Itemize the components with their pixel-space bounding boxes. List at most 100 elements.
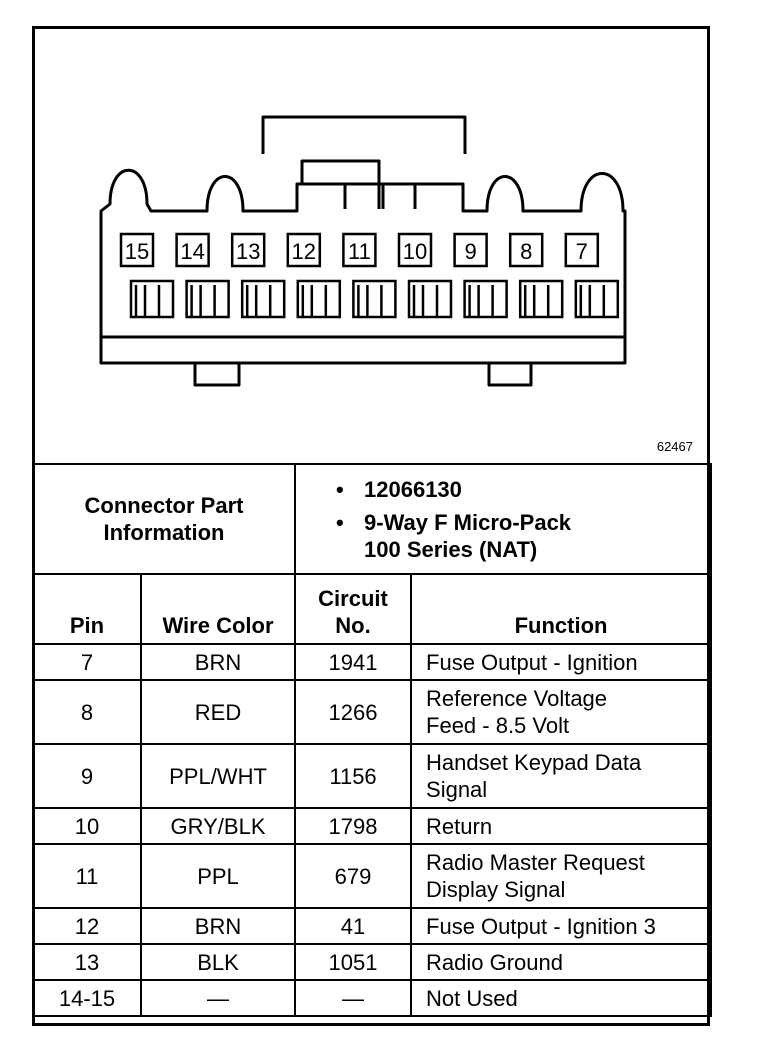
pin-label: 9 <box>464 239 476 264</box>
part-info-details: 12066130 9-Way F Micro-Pack 100 Series (… <box>294 463 713 575</box>
connector-table: Connector Part Information 12066130 9-Wa… <box>31 463 713 1017</box>
circuit-cell: 1266 <box>294 679 413 745</box>
part-info-label-line1: Connector Part <box>84 493 244 518</box>
pin-label-box: 15 <box>119 232 155 268</box>
function-line1: Reference Voltage <box>426 686 608 711</box>
part-info-label: Connector Part Information <box>31 463 297 575</box>
circuit-cell: 41 <box>294 907 413 945</box>
function-cell: Fuse Output - Ignition <box>410 643 713 681</box>
function-line2: Signal <box>426 777 488 802</box>
terminal-cavity <box>463 279 508 319</box>
header-row: Pin Wire Color Circuit No. Function <box>32 573 713 645</box>
function-line1: Not Used <box>426 985 518 1011</box>
connector-latch <box>261 115 467 154</box>
function-line2: Feed - 8.5 Volt <box>426 713 570 738</box>
circuit-header: Circuit No. <box>294 573 413 645</box>
circuit-header-line1: Circuit <box>318 586 388 611</box>
wire-color-cell: RED <box>139 679 297 745</box>
function-line1: Fuse Output - Ignition <box>426 649 638 675</box>
pin-cell: 9 <box>32 743 142 809</box>
part-description-line1: 9-Way F Micro-Pack <box>364 509 572 535</box>
pin-cell: 13 <box>32 943 142 981</box>
terminal-cavity <box>296 279 342 319</box>
wire-color-cell: PPL <box>139 843 297 909</box>
circuit-cell: 1798 <box>294 807 413 845</box>
terminal-cavity <box>352 279 397 319</box>
function-header: Function <box>410 573 713 645</box>
function-cell: Fuse Output - Ignition 3 <box>410 907 713 945</box>
connector-housing <box>99 168 627 365</box>
pin-label: 8 <box>520 239 532 264</box>
wire-color-cell: BLK <box>139 943 297 981</box>
pin-label: 13 <box>236 239 260 264</box>
pin-header: Pin <box>32 573 142 645</box>
connector-foot-left <box>193 363 241 387</box>
part-number: 12066130 <box>336 476 710 503</box>
connector-drawing: 15 14 13 12 11 10 9 8 7 <box>99 115 627 387</box>
circuit-cell: 1156 <box>294 743 413 809</box>
figure-number: 62467 <box>656 439 693 454</box>
wire-color-cell: PPL/WHT <box>139 743 297 809</box>
pin-label-box: 14 <box>175 232 210 268</box>
pin-label: 10 <box>403 239 427 264</box>
terminal-cavity <box>407 279 453 319</box>
terminal-cavity <box>129 279 175 319</box>
terminal-cavity <box>518 279 564 319</box>
function-cell: Return <box>410 807 713 845</box>
pin-label: 11 <box>348 239 371 264</box>
circuit-header-line2: No. <box>335 613 371 638</box>
pin-cell: 7 <box>32 643 142 681</box>
function-line2: Display Signal <box>426 877 566 902</box>
table-row: 14-15——Not Used <box>32 979 713 1017</box>
wire-color-cell: GRY/BLK <box>139 807 297 845</box>
pin-label-box: 10 <box>397 232 433 268</box>
pin-label: 14 <box>180 239 204 264</box>
pin-cell: 14-15 <box>32 979 142 1017</box>
function-cell: Not Used <box>410 979 713 1017</box>
part-info-row: Connector Part Information 12066130 9-Wa… <box>31 463 713 575</box>
wire-color-cell: BRN <box>139 907 297 945</box>
terminal-cavity <box>185 279 230 319</box>
function-line1: Return <box>426 813 493 839</box>
pin-label-box: 8 <box>508 232 544 268</box>
terminal-cavity <box>240 279 286 319</box>
circuit-cell: 679 <box>294 843 413 909</box>
part-description-line2: 100 Series (NAT) <box>364 536 538 562</box>
function-line1: Handset Keypad Data <box>426 750 642 775</box>
pin-cell: 8 <box>32 679 142 745</box>
pin-label: 12 <box>292 239 316 264</box>
pin-cell: 12 <box>32 907 142 945</box>
pin-label: 7 <box>576 239 588 264</box>
wire-color-header: Wire Color <box>139 573 297 645</box>
circuit-cell: 1051 <box>294 943 413 981</box>
pin-label-box: 7 <box>564 232 600 268</box>
pin-label-row: 15 14 13 12 11 10 9 8 7 <box>119 232 600 268</box>
pin-cell: 11 <box>32 843 142 909</box>
function-line1: Fuse Output - Ignition 3 <box>426 913 656 939</box>
pin-label: 15 <box>125 239 149 264</box>
pin-cell: 10 <box>32 807 142 845</box>
part-description: 9-Way F Micro-Pack 100 Series (NAT) <box>336 509 710 563</box>
pin-label-box: 11 <box>342 232 377 268</box>
function-cell: Radio Ground <box>410 943 713 981</box>
part-info-label-line2: Information <box>103 520 225 545</box>
pin-label-box: 9 <box>453 232 488 268</box>
function-line1: Radio Master Request <box>426 850 645 875</box>
pin-label-box: 12 <box>286 232 322 268</box>
circuit-cell: 1941 <box>294 643 413 681</box>
pin-label-box: 13 <box>230 232 266 268</box>
terminal-row <box>129 279 620 319</box>
function-line1: Radio Ground <box>426 949 563 975</box>
connector-foot-right <box>487 363 533 387</box>
